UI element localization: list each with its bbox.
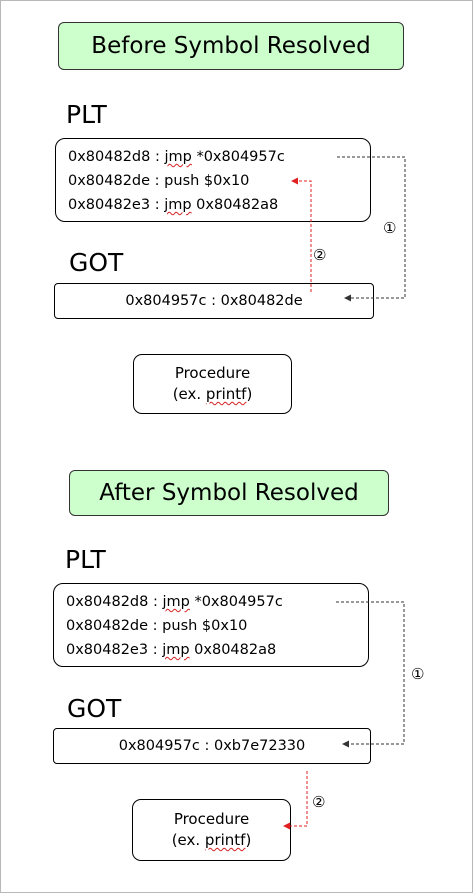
got-entry: 0x804957c : 0xb7e72330: [118, 738, 306, 754]
plt-arg: $0x10: [203, 173, 250, 189]
after-step1-label: ①: [411, 665, 425, 683]
after-got-heading: GOT: [67, 694, 122, 723]
before-step2-label: ②: [313, 246, 327, 264]
got-value: 0xb7e72330: [213, 738, 306, 754]
plt-op: push: [164, 173, 200, 189]
procedure-example: (ex. printf): [172, 385, 253, 403]
after-plt-line-2: 0x80482de : push $0x10: [66, 618, 248, 634]
plt-op: jmp: [162, 594, 190, 610]
before-step2-arrow: [297, 180, 312, 292]
plt-arg: $0x10: [201, 618, 248, 634]
before-got-box: 0x804957c : 0x80482de: [54, 283, 374, 319]
plt-op: jmp: [164, 197, 192, 213]
plt-addr: 0x80482e3: [66, 642, 149, 658]
plt-arg: 0x80482a8: [194, 642, 277, 658]
before-plt-line-2: 0x80482de : push $0x10: [68, 173, 250, 189]
plt-op: jmp: [162, 642, 190, 658]
got-addr: 0x804957c: [118, 738, 200, 754]
got-value: 0x80482de: [220, 293, 303, 309]
after-plt-heading: PLT: [65, 545, 106, 574]
after-title: After Symbol Resolved: [69, 470, 389, 516]
procedure-label: Procedure: [174, 364, 251, 382]
procedure-example: (ex. printf): [171, 831, 252, 849]
plt-addr: 0x80482d8: [66, 594, 149, 610]
before-got-heading: GOT: [69, 248, 124, 277]
after-got-box: 0x804957c : 0xb7e72330: [53, 728, 371, 764]
before-step1-arrowhead: [344, 294, 351, 302]
before-plt-line-1: 0x80482d8 : jmp *0x804957c: [68, 149, 285, 165]
after-procedure-box: Procedure (ex. printf): [132, 799, 291, 861]
before-step1-label: ①: [383, 219, 397, 237]
plt-arg: *0x804957c: [196, 149, 285, 165]
got-entry: 0x804957c : 0x80482de: [125, 293, 303, 309]
before-step2-arrowhead: [291, 177, 298, 185]
after-step2-arrowhead: [283, 822, 290, 830]
before-plt-line-3: 0x80482e3 : jmp 0x80482a8: [68, 197, 279, 213]
before-procedure-box: Procedure (ex. printf): [133, 354, 292, 414]
before-plt-heading: PLT: [66, 100, 107, 129]
procedure-label: Procedure: [173, 810, 250, 828]
plt-op: jmp: [164, 149, 192, 165]
before-title: Before Symbol Resolved: [58, 22, 404, 70]
before-plt-box: 0x80482d8 : jmp *0x804957c 0x80482de : p…: [55, 138, 371, 222]
after-plt-line-1: 0x80482d8 : jmp *0x804957c: [66, 594, 283, 610]
after-plt-box: 0x80482d8 : jmp *0x804957c 0x80482de : p…: [53, 583, 369, 667]
plt-addr: 0x80482d8: [68, 149, 151, 165]
after-step1-arrowhead: [342, 740, 349, 748]
before-step1-arrow: [337, 156, 406, 299]
after-title-text: After Symbol Resolved: [99, 480, 359, 506]
plt-arg: 0x80482a8: [196, 197, 279, 213]
after-plt-line-3: 0x80482e3 : jmp 0x80482a8: [66, 642, 277, 658]
plt-addr: 0x80482de: [66, 618, 149, 634]
plt-op: push: [162, 618, 198, 634]
got-addr: 0x804957c: [125, 293, 207, 309]
after-step2-label: ②: [312, 793, 326, 811]
plt-addr: 0x80482e3: [68, 197, 151, 213]
plt-addr: 0x80482de: [68, 173, 151, 189]
after-step2-arrow: [289, 771, 308, 827]
after-step1-arrow: [336, 601, 405, 745]
plt-arg: *0x804957c: [194, 594, 283, 610]
before-title-text: Before Symbol Resolved: [91, 33, 371, 59]
